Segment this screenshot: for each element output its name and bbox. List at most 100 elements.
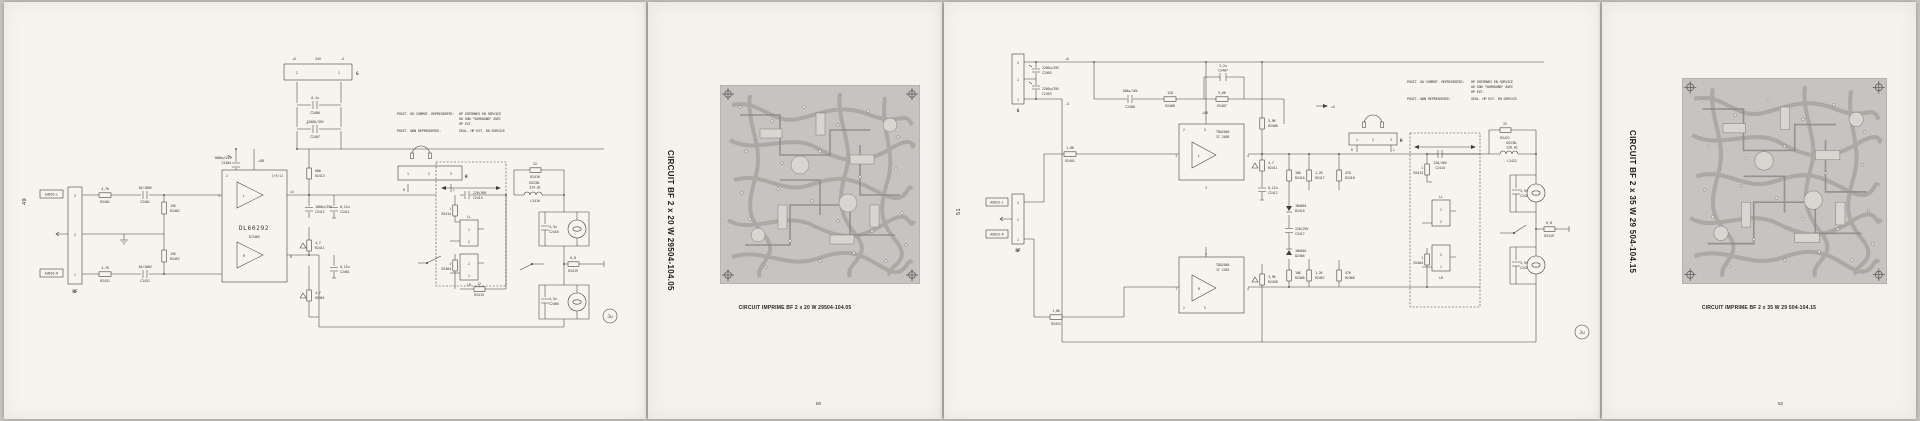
c2406-ref: C2406	[310, 111, 320, 115]
plus-g-arrow	[1323, 104, 1328, 108]
nf-pin-1: 1	[74, 273, 76, 277]
l2421-part-a: DS23B-	[1506, 141, 1517, 145]
ic1-pin-3: 3	[1205, 186, 1207, 190]
lr-label: LR	[1439, 276, 1444, 280]
commutator-dashed-box	[435, 161, 507, 287]
r2408-value: 3,9K	[1268, 119, 1277, 123]
capacitor-c2411-icon	[330, 207, 338, 219]
note-line1c: HP EXT.	[1471, 90, 1484, 94]
nf-pin-2: 2	[74, 233, 76, 237]
audio-r-box	[985, 229, 1009, 239]
note-line2-label: POSIT. NON REPRESENTEE:	[1407, 97, 1451, 101]
ic2-pin-2: 2	[1183, 306, 1185, 310]
capacitor-c2466-icon	[541, 298, 549, 304]
c2407-value: 2,2u	[1219, 64, 1227, 68]
stamp-text: Ju	[607, 314, 613, 320]
capacitor-c2406-icon	[1127, 95, 1133, 103]
r2419-value: 6,8	[1546, 221, 1552, 225]
resistor-r2402	[161, 201, 167, 215]
r2415-value: 12	[477, 282, 481, 286]
h-pin-2: 2	[1372, 138, 1374, 142]
c2461-ref: C2461	[340, 270, 350, 274]
r2401-value: 4,7K	[101, 187, 110, 191]
wires	[1024, 61, 1570, 343]
ic2-pin-3: 3	[1205, 252, 1207, 256]
g-pin-2: 2	[1017, 78, 1019, 82]
capacitor-c2412-icon	[305, 207, 313, 212]
audio-l-box	[985, 197, 1009, 207]
schematic-2x20w: 2 1 +G 24V -G G 0,1u C2406 + 22000/35V C…	[39, 57, 618, 328]
nf-pin-1: 1	[1017, 238, 1019, 242]
audio-l-label: AUDIO-L	[990, 201, 1004, 205]
pin2-arrow	[999, 216, 1012, 222]
ic2-ref: IC 2455	[1216, 268, 1229, 272]
audio-r-label: AUDIO-R	[990, 233, 1004, 237]
lr-pin-1: 1	[468, 274, 470, 278]
page-49-schematic: 49	[4, 2, 646, 419]
r2401-ref: R2401	[100, 200, 110, 204]
r2467-value: 1,2K	[1315, 271, 1324, 275]
c2421-value: 3,9n	[1520, 189, 1528, 193]
d2416-value: 1N4001	[1295, 204, 1306, 208]
resistor-r2407	[1215, 96, 1229, 102]
r2468-value: 470	[1345, 271, 1351, 275]
g-pin-1: 1	[1017, 98, 1019, 102]
diode-d2416-icon	[1286, 206, 1292, 213]
opamp-r-label: R	[1198, 287, 1201, 291]
revision-stamp: Ju	[602, 308, 618, 324]
capacitor-c2406-icon	[312, 101, 318, 109]
resistor-r2466	[1286, 269, 1292, 282]
r2402-value: 15K	[170, 204, 177, 208]
resistor-r2413	[306, 167, 312, 180]
capacitor-c2414-icon	[1421, 150, 1480, 158]
opamp-l-label: L	[1198, 154, 1200, 158]
r2466-ref: R2466	[1295, 276, 1305, 280]
r2415-ref: R2415	[474, 293, 484, 297]
resistor-r2418	[1336, 169, 1342, 182]
plus-ub-label: +UB	[258, 159, 264, 163]
c2404-ref: C2404	[222, 161, 232, 165]
resistor-r2416	[529, 167, 542, 173]
h-pin-3: 3	[1390, 138, 1392, 142]
power-pin-1: 1	[338, 71, 340, 75]
warning-triangle-icon	[1251, 276, 1259, 283]
c2414-value: 220/40V	[473, 191, 486, 195]
r2401-value: 1,8K	[1066, 146, 1075, 150]
ll-pin-2: 2	[468, 240, 470, 244]
c2417-value: 220/25V	[1295, 227, 1308, 231]
r2458-ref: R2458	[1268, 280, 1278, 284]
ic1-pin-1: 1	[1175, 154, 1177, 158]
note-line1-label: POSIT. DU COMMUT. REPRESENTEE:	[1407, 80, 1464, 84]
r2406-ref: R2406	[1165, 104, 1175, 108]
plus-g-mid-label: +G	[1331, 105, 1335, 109]
speaker-connector-ll	[459, 219, 479, 247]
speaker-connector-lr	[459, 253, 479, 281]
nf-pin-3: 3	[74, 194, 76, 198]
c2411-ref: C2411	[340, 210, 350, 214]
ic-ref: IC2465	[248, 235, 259, 239]
resistor-r2406	[1163, 96, 1177, 102]
c2412-ref: C2412	[1268, 191, 1278, 195]
d2416-ref: D2416	[1295, 209, 1305, 213]
r2461-ref: R2461	[315, 296, 325, 300]
double-arrow	[1414, 145, 1476, 149]
c2401-value: 10/100V	[138, 186, 151, 190]
capacitor-c2461-icon	[330, 267, 338, 279]
capacitor-c2412-icon	[1258, 187, 1266, 201]
ic-pin-14: 14	[290, 190, 294, 194]
resistor-r2419	[1543, 226, 1556, 232]
r2452-value: 15K	[170, 252, 177, 256]
ll-pin-1: 1	[468, 228, 470, 232]
warning-triangle-icon	[299, 292, 307, 299]
headphone-icon	[1362, 114, 1384, 128]
power-connector-designator: G	[356, 71, 359, 76]
r2417-value: 1,2K	[1315, 171, 1324, 175]
r2411-value: 4,7	[315, 241, 321, 245]
speaker-icon	[567, 219, 587, 239]
note-line1-label: POSIT. DU COMMUT. REPRESENTEE:	[397, 112, 454, 116]
lr-label: LR	[467, 283, 472, 287]
r2414-value: 1	[1421, 166, 1423, 170]
input-connector-box	[67, 186, 83, 285]
speaker-icon	[567, 292, 587, 312]
r2452-ref: R2452	[170, 257, 180, 261]
